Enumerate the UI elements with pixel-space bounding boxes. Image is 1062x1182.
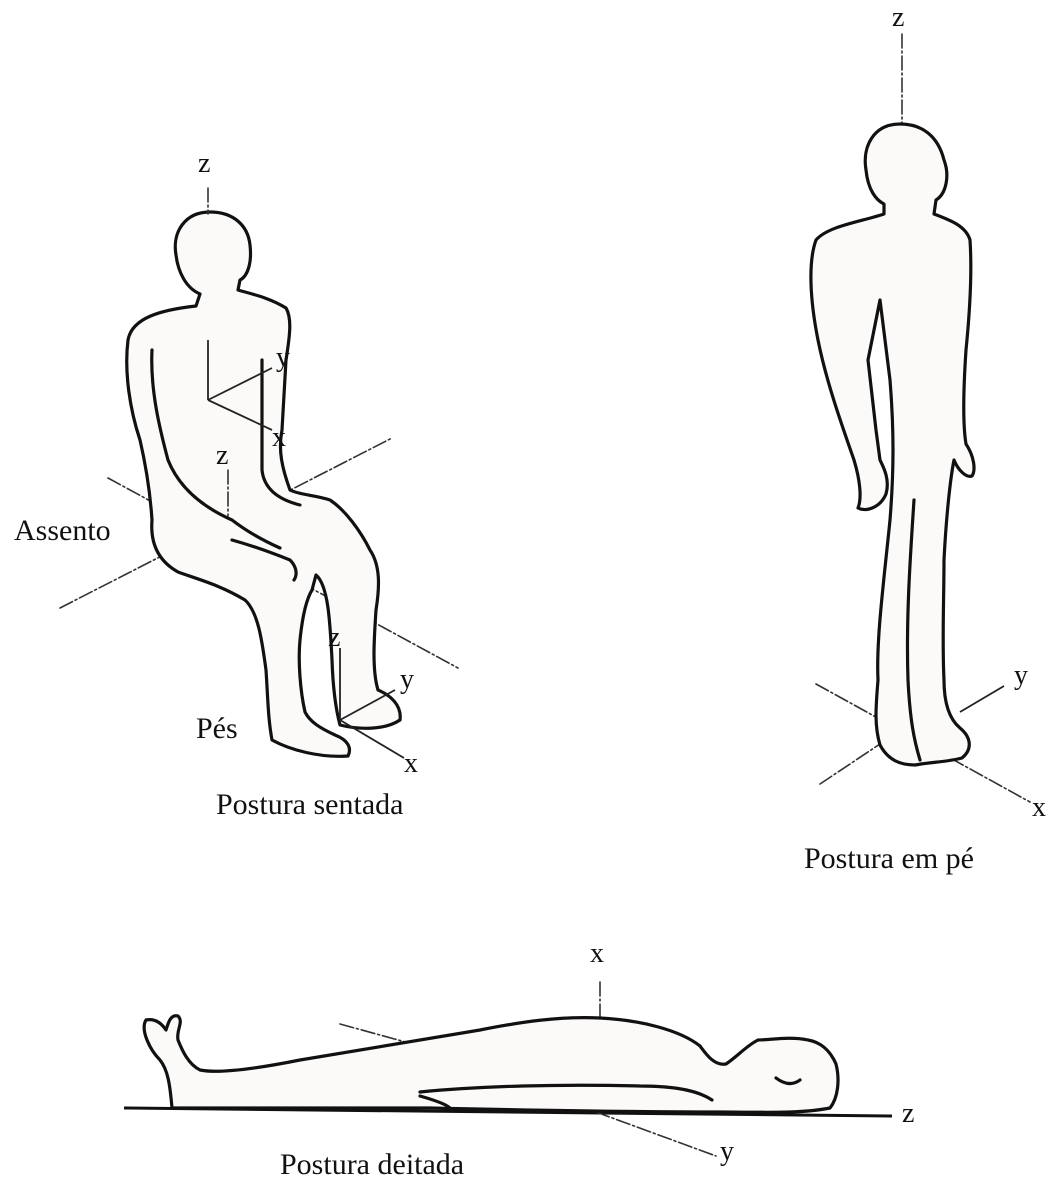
lying-y-axis: [596, 1112, 716, 1156]
seated-feet-y-label: y: [400, 666, 414, 694]
standing-body-outline: [811, 124, 974, 765]
seated-figure: [60, 188, 458, 758]
standing-z-label: z: [892, 4, 904, 32]
feet-label: Pés: [196, 714, 238, 744]
standing-figure: [811, 34, 1030, 802]
seat-label: Assento: [14, 516, 111, 546]
seated-feet-x-label: x: [404, 750, 418, 778]
standing-x-label: x: [1032, 794, 1046, 822]
seated-trunk-x-label: x: [272, 424, 286, 452]
seated-feet-z-label: z: [328, 624, 340, 652]
seated-trunk-y-label: y: [276, 344, 290, 372]
lying-body-outline: [144, 1016, 838, 1113]
standing-y-label: y: [1014, 662, 1028, 690]
seated-seat-z-label: z: [216, 442, 228, 470]
seated-body-outline: [127, 212, 400, 756]
lying-figure: [124, 982, 892, 1156]
lying-caption: Postura deitada: [280, 1150, 464, 1180]
lying-y-label: y: [720, 1138, 734, 1166]
seated-caption: Postura sentada: [216, 790, 403, 820]
lying-x-label: x: [590, 940, 604, 968]
seated-head-z-label: z: [198, 150, 210, 178]
standing-base-axis: [820, 744, 880, 784]
standing-caption: Postura em pé: [804, 844, 974, 874]
lying-z-label: z: [902, 1100, 914, 1128]
standing-y-axis: [960, 686, 1004, 712]
